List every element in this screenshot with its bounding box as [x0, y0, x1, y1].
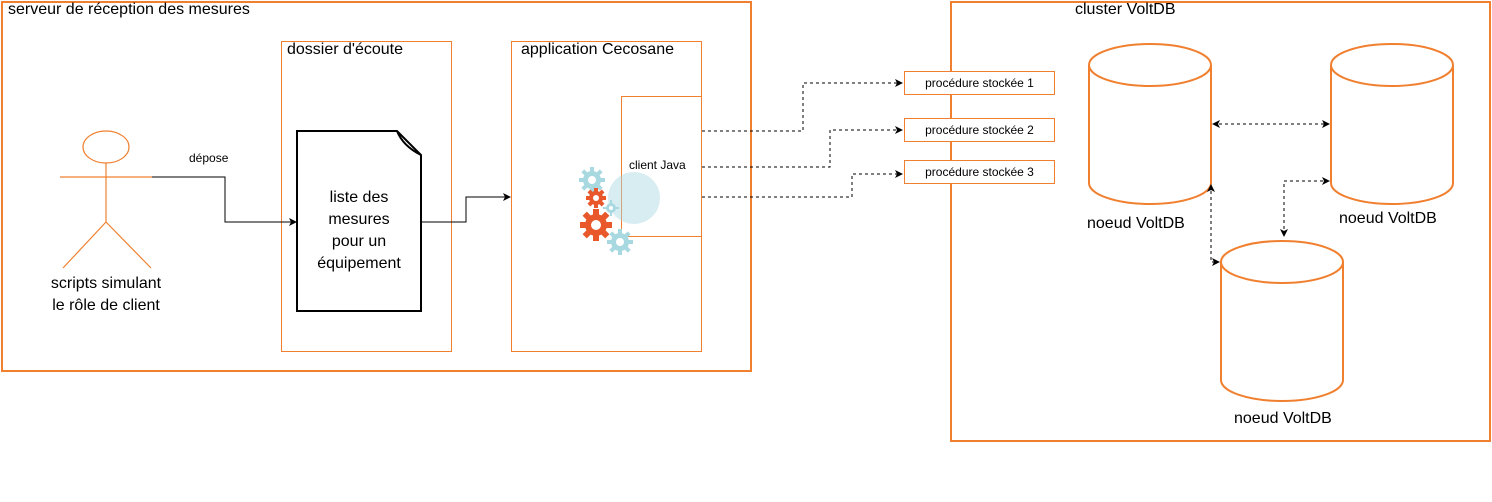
cluster-title: cluster VoltDB: [1075, 1, 1176, 18]
stored-procedure-1: procédure stockée 1: [904, 71, 1055, 95]
actor-label: scripts simulant le rôle de client: [16, 273, 196, 317]
folder-title: dossier d'écoute: [287, 41, 404, 58]
java-client-label: client Java: [629, 158, 686, 172]
document-label-line-1: liste des: [329, 189, 389, 206]
java-client-box: [621, 96, 702, 237]
edge-label-depose: dépose: [189, 151, 229, 165]
voltdb-node-2-label: noeud VoltDB: [1339, 210, 1437, 227]
server-title: serveur de réception des mesures: [8, 1, 250, 18]
stored-procedure-2: procédure stockée 2: [904, 118, 1055, 142]
voltdb-node-3-label: noeud VoltDB: [1234, 410, 1332, 427]
actor-label-line-2: le rôle de client: [52, 297, 160, 314]
stored-procedure-3: procédure stockée 3: [904, 160, 1055, 184]
actor-label-line-1: scripts simulant: [50, 275, 162, 292]
document-label-line-2: mesures: [328, 211, 390, 228]
cluster-container: [950, 1, 1491, 442]
document-label-line-3: pour un: [331, 233, 387, 250]
app-title: application Cecosane: [521, 41, 674, 58]
document-label-line-4: équipement: [317, 255, 401, 272]
document-label: liste des mesures pour un équipement: [297, 187, 421, 275]
voltdb-node-1-label: noeud VoltDB: [1087, 215, 1185, 232]
